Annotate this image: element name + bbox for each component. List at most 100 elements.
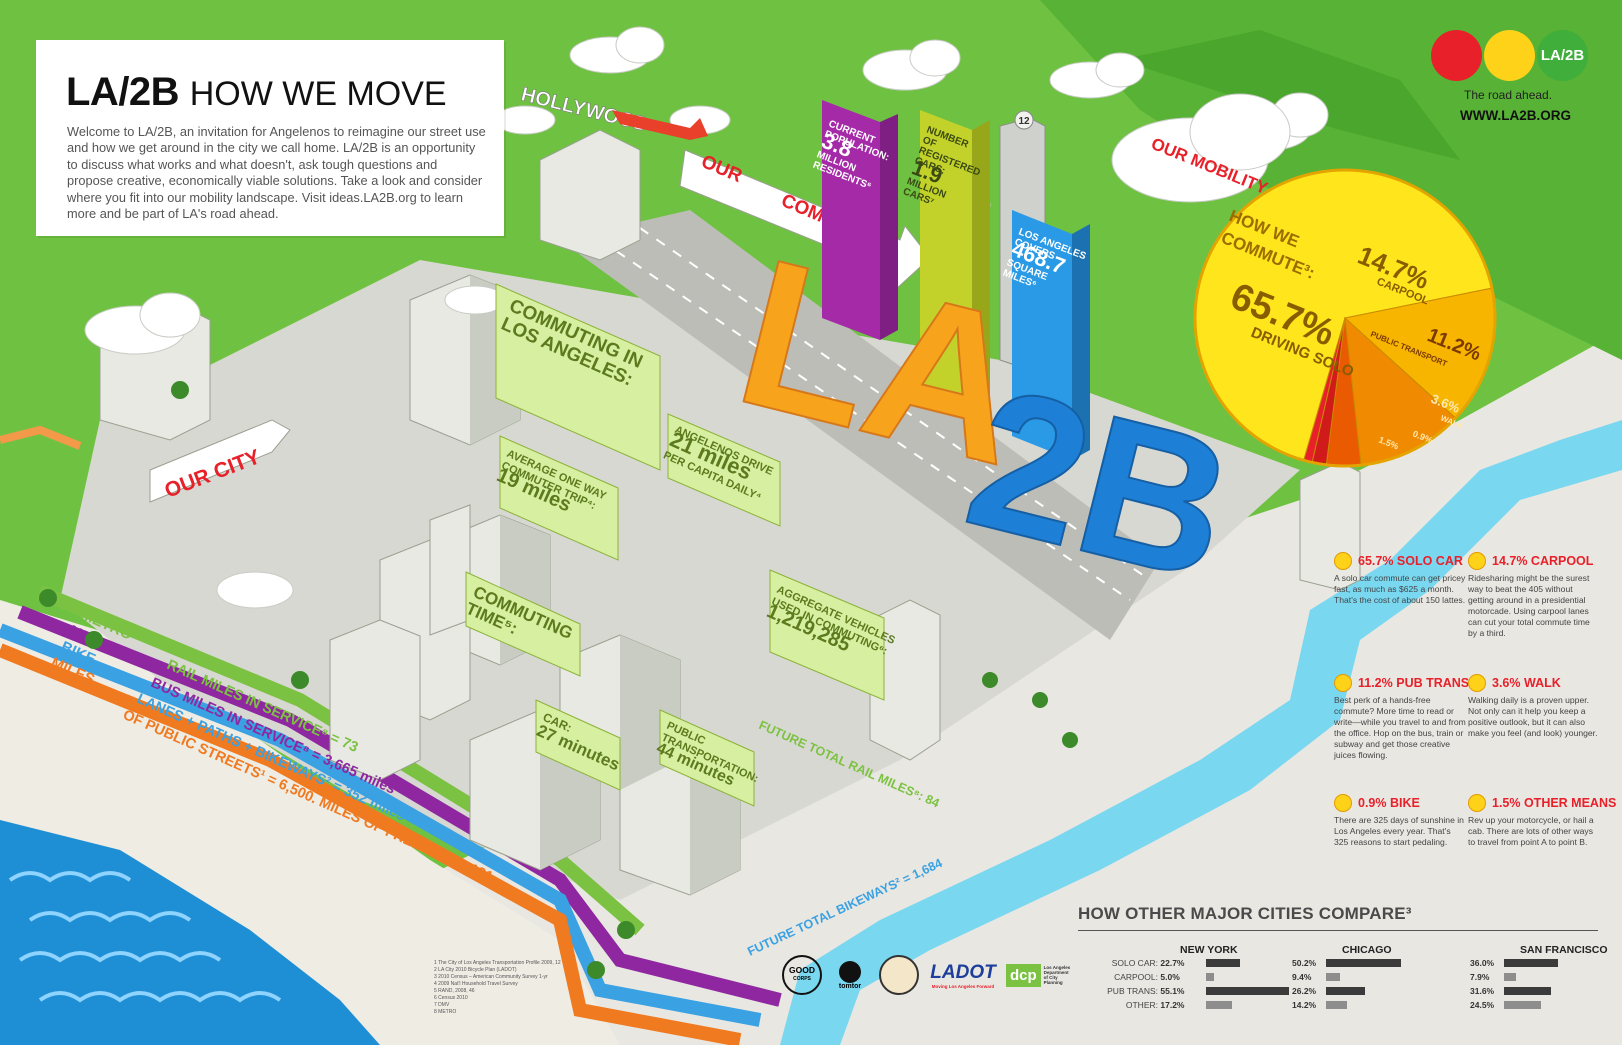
- tomtor-mark-icon: [839, 960, 861, 983]
- city-name-2: SAN FRANCISCO: [1520, 944, 1608, 956]
- compare-row: 31.6%: [1470, 986, 1494, 996]
- compare-bar: [1326, 973, 1340, 981]
- brand-tagline: The road ahead.: [1464, 88, 1553, 102]
- stat-walk: 3.6% WALK Walking daily is a proven uppe…: [1468, 674, 1598, 738]
- compare-bar: [1206, 959, 1240, 967]
- intro-panel: LA/2B HOW WE MOVE Welcome to LA/2B, an i…: [36, 40, 504, 236]
- brand-logo: LA/2B: [1431, 30, 1591, 86]
- compare-value: 24.5%: [1470, 1000, 1495, 1010]
- compare-value: 5.0%: [1160, 972, 1180, 982]
- yellow-dot-icon: [1484, 30, 1535, 81]
- footnote: 2 LA City 2010 Bicycle Plan (LADOT): [434, 967, 517, 973]
- river: [780, 420, 1622, 1045]
- walk-pie-icon: [1468, 674, 1486, 692]
- freeway: [560, 210, 1160, 640]
- footnote: 5 RAND, 2008, 46: [434, 988, 475, 994]
- footnote: 3 2010 Census – American Community Surve…: [434, 974, 548, 980]
- bike-pie-icon: [1334, 794, 1352, 812]
- stat-pub-trans: 11.2% PUB TRANS Best perk of a hands-fre…: [1334, 674, 1470, 760]
- compare-row: 36.0%: [1470, 958, 1494, 968]
- compare-row: 7.9%: [1470, 972, 1489, 982]
- intro-text: Welcome to LA/2B, an invitation for Ange…: [67, 124, 486, 222]
- footnote: 1 The City of Los Angeles Transportation…: [434, 960, 561, 966]
- green-dot-icon: LA/2B: [1537, 30, 1588, 81]
- footnote: 8 METRO: [434, 1009, 457, 1015]
- stat-other-means: 1.5% OTHER MEANS Rev up your motorcycle,…: [1468, 794, 1617, 847]
- compare-value: 7.9%: [1470, 972, 1490, 982]
- compare-bar: [1206, 987, 1289, 995]
- our-mobility-cloud: OUR MOBILITY: [1111, 93, 1291, 203]
- metro-line-green: [37, 585, 645, 936]
- dcp-logo: dcp Los Angeles Department of City Plann…: [1006, 956, 1072, 994]
- compare-row: 14.2%: [1292, 1000, 1316, 1010]
- compare-row-label: OTHER:: [1125, 1000, 1158, 1010]
- page-title: LA/2B HOW WE MOVE: [66, 70, 447, 114]
- footnote: 6 Census 2010: [434, 995, 468, 1001]
- bike-line-blue: [0, 623, 762, 1027]
- compare-value: 55.1%: [1160, 986, 1185, 996]
- compare-value: 36.0%: [1470, 958, 1495, 968]
- compare-bar: [1504, 987, 1551, 995]
- red-dot-icon: [1431, 30, 1482, 81]
- compare-bar: [1504, 959, 1558, 967]
- tomtor-logo: tomtor: [830, 956, 870, 994]
- other-pie-icon: [1468, 794, 1486, 812]
- compare-bar: [1206, 973, 1214, 981]
- city-name-0: NEW YORK: [1180, 944, 1238, 956]
- stat-solo-car: 65.7% SOLO CAR A solo car commute can ge…: [1334, 552, 1466, 605]
- compare-bar: [1326, 959, 1401, 967]
- area-pillar: LOS ANGELESCOVERS468.7SQUAREMILES⁶: [1001, 210, 1090, 460]
- compare-row: OTHER: 17.2%: [1088, 1000, 1185, 1010]
- compare-title: HOW OTHER MAJOR CITIES COMPARE³: [1078, 904, 1412, 923]
- stat-carpool: 14.7% CARPOOL Ridesharing might be the s…: [1468, 552, 1594, 638]
- compare-row: 9.4%: [1292, 972, 1311, 982]
- compare-bar: [1326, 1001, 1347, 1009]
- compare-value: 14.2%: [1292, 1000, 1317, 1010]
- city-seal-logo: [878, 955, 920, 995]
- compare-value: 22.7%: [1160, 958, 1185, 968]
- compare-bar: [1206, 1001, 1232, 1009]
- compare-bar: [1504, 973, 1516, 981]
- compare-value: 50.2%: [1292, 958, 1317, 968]
- city-seal-icon: [879, 955, 919, 995]
- population-pillar: CURRENTPOPULATION:3.8MILLIONRESIDENTS⁶: [811, 100, 898, 340]
- cars-pillar: NUMBEROFREGISTEREDCARS:1.9MILLIONCARS⁷: [901, 110, 990, 420]
- compare-row: 26.2%: [1292, 986, 1316, 996]
- footnote: 7 DMV: [434, 1002, 450, 1008]
- plane-icon: [612, 110, 708, 140]
- compare-row-label: PUB TRANS:: [1107, 986, 1158, 996]
- commute-pie-chart: [1193, 168, 1497, 468]
- compare-bar: [1504, 1001, 1541, 1009]
- compare-divider: [1078, 930, 1598, 931]
- pub-trans-pie-icon: [1334, 674, 1352, 692]
- sign-line: OF: [921, 135, 938, 150]
- compare-value: 9.4%: [1292, 972, 1312, 982]
- miles-line-orange: [0, 643, 742, 1045]
- line-legend: METRO METRO BIKE MILES: [48, 606, 135, 688]
- compare-row: PUB TRANS: 55.1%: [1088, 986, 1184, 996]
- compare-value: 26.2%: [1292, 986, 1317, 996]
- carpool-pie-icon: [1468, 552, 1486, 570]
- stat-bike: 0.9% BIKE There are 325 days of sunshine…: [1334, 794, 1464, 847]
- tower-number: 12: [1018, 116, 1030, 127]
- brand-url[interactable]: WWW.LA2B.ORG: [1460, 108, 1571, 123]
- metro-line-purple: [17, 605, 782, 1007]
- compare-row-label: SOLO CAR:: [1111, 958, 1158, 968]
- orange-road-left: [0, 425, 82, 450]
- compare-row-label: CARPOOL:: [1114, 972, 1158, 982]
- city-name-1: CHICAGO: [1342, 944, 1392, 956]
- ocean-waves: [8, 871, 282, 1003]
- footnote: 4 2009 Nat'l Household Travel Survey: [434, 981, 518, 987]
- compare-value: 31.6%: [1470, 986, 1495, 996]
- compare-value: 17.2%: [1160, 1000, 1185, 1010]
- compare-row: 24.5%: [1470, 1000, 1494, 1010]
- compare-row: SOLO CAR: 22.7%: [1088, 958, 1185, 968]
- footnotes: 1 The City of Los Angeles Transportation…: [434, 960, 594, 1016]
- solo-pie-icon: [1334, 552, 1352, 570]
- compare-bar: [1326, 987, 1365, 995]
- compare-row: 50.2%: [1292, 958, 1316, 968]
- pie-rim: [1193, 168, 1497, 468]
- ladot-logo: LADOT Moving Los Angeles Forward: [930, 961, 996, 989]
